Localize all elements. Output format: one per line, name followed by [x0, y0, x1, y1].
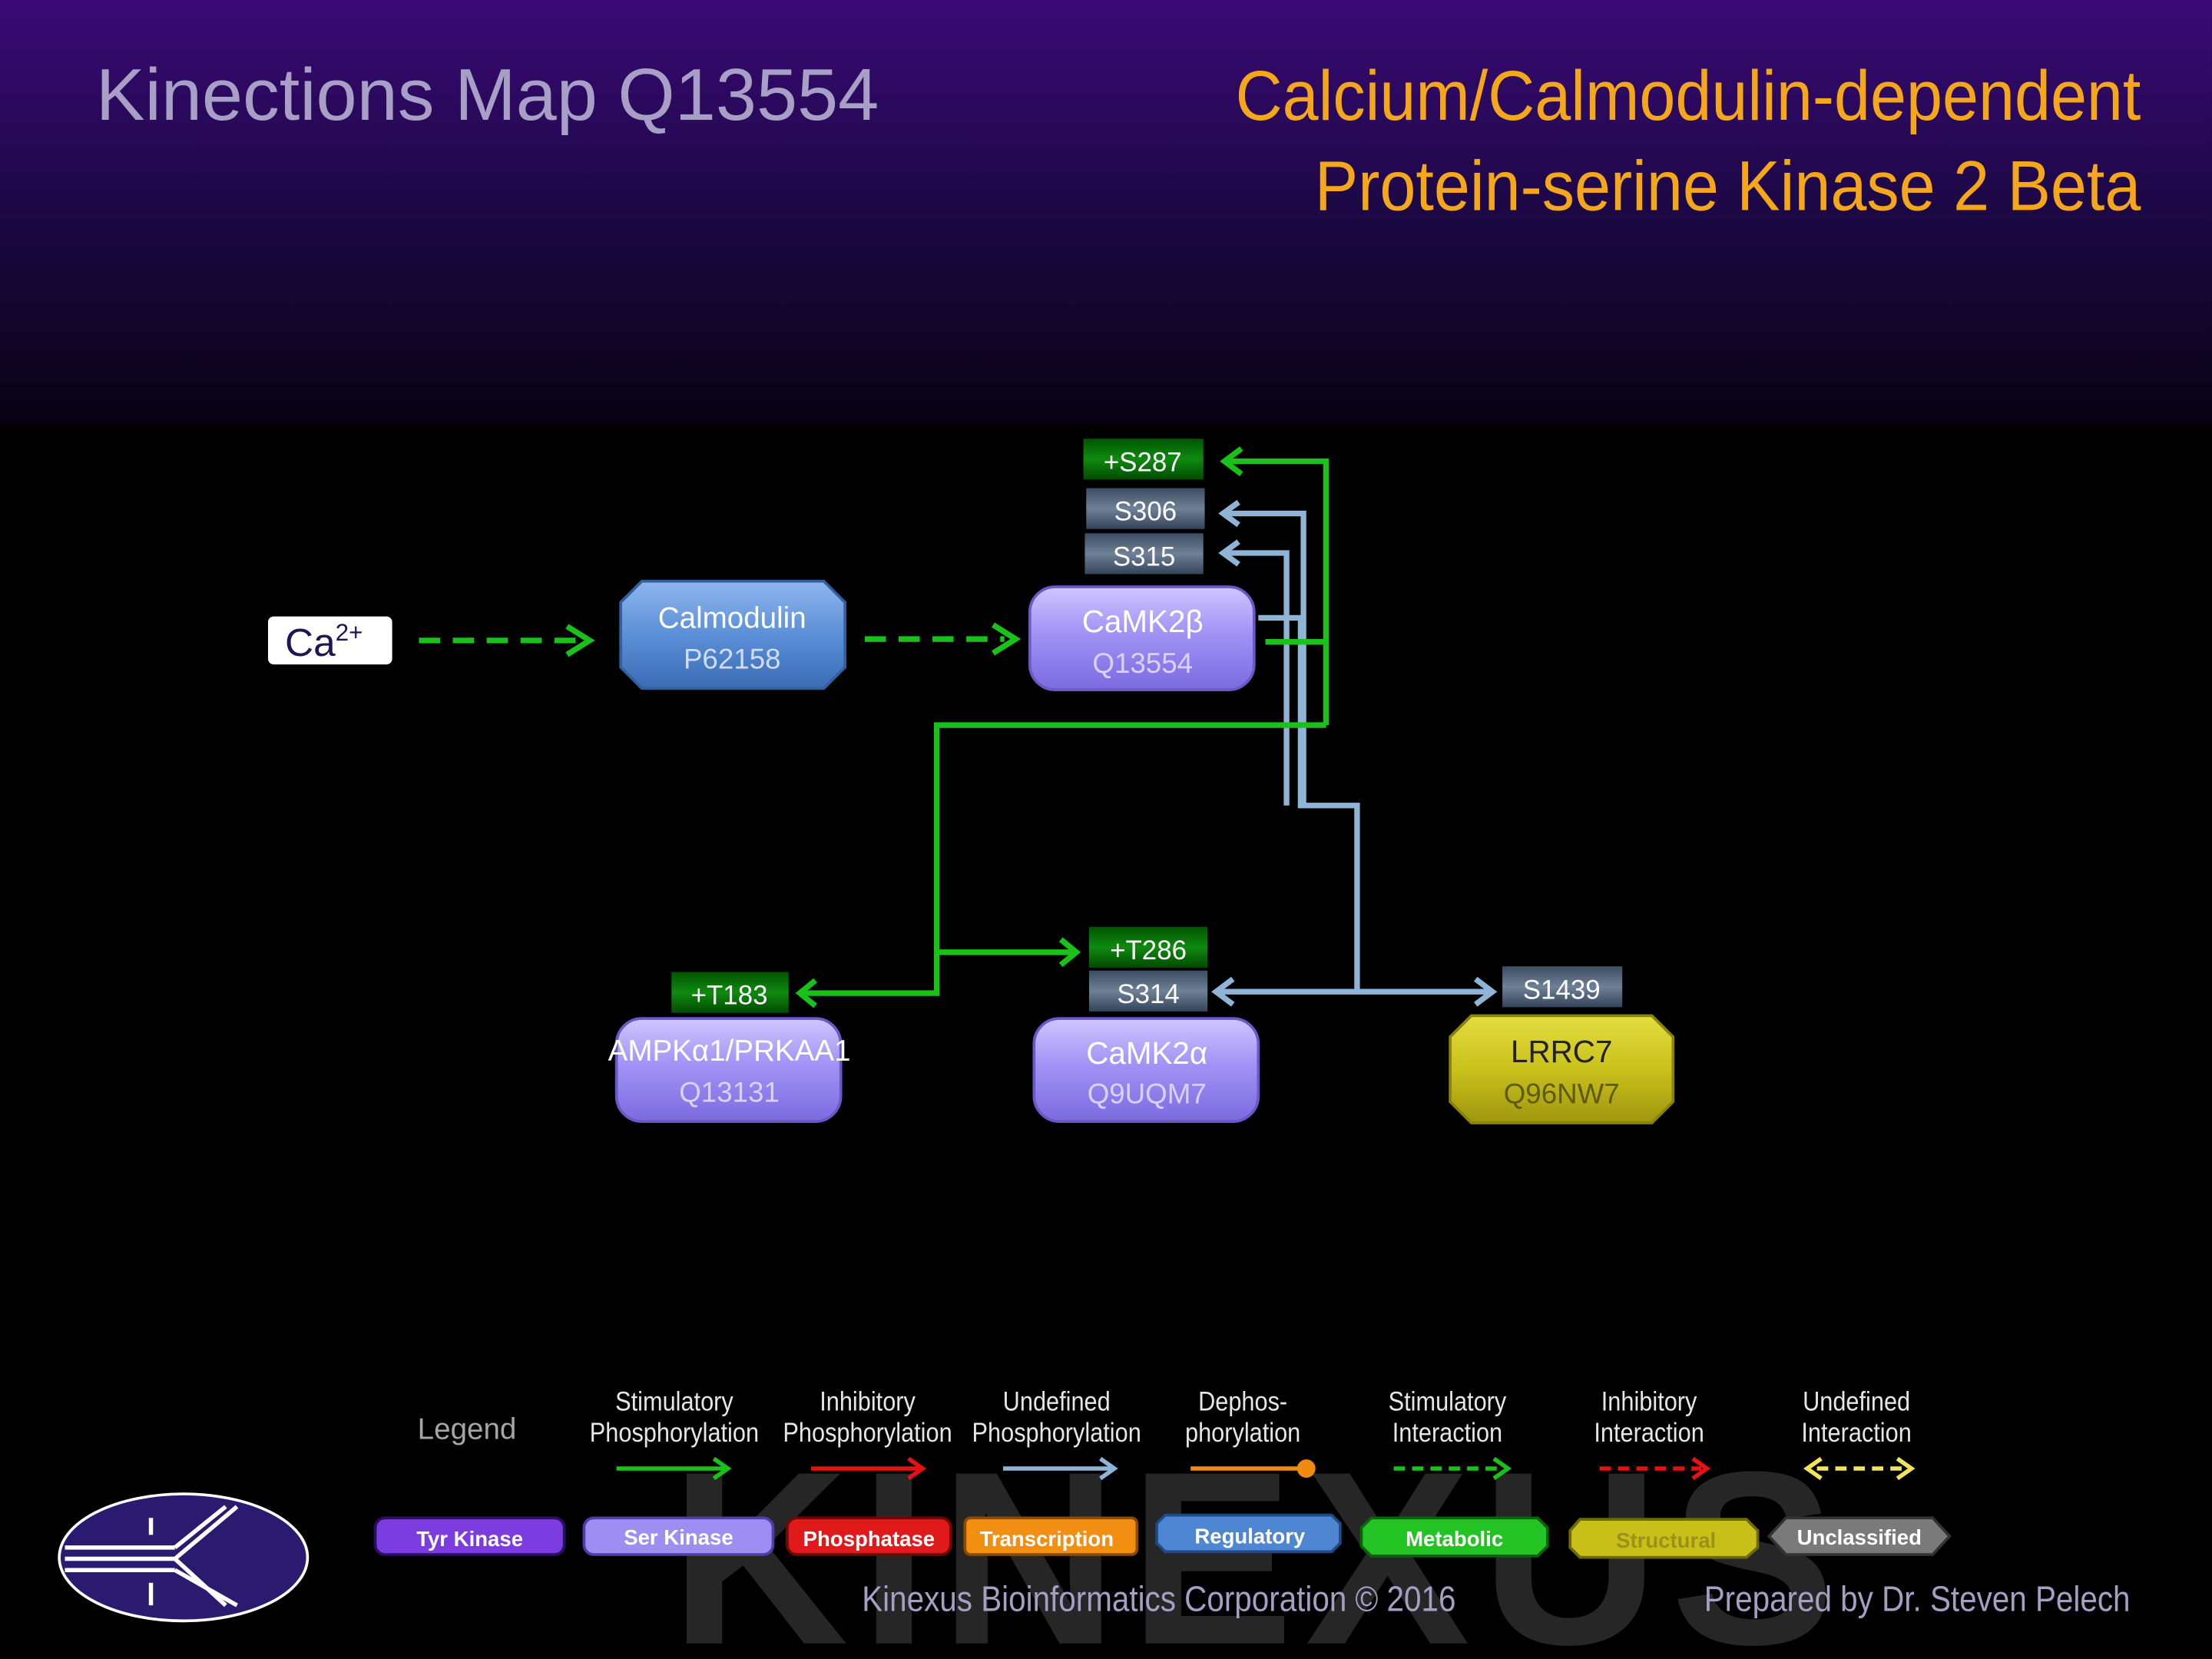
ca-superscript: 2+ [336, 619, 363, 646]
footer-corporation: Kinexus Bioinformatics Corporation © 201… [862, 1580, 1456, 1620]
legend-chip-unclassified: Unclassified [1767, 1516, 1952, 1556]
site-t183[interactable]: +T183 [671, 972, 789, 1013]
camk2b-id: Q13554 [1092, 647, 1193, 679]
map-title: Kinections Map Q13554 [95, 55, 879, 137]
edge-calmodulin-camk2b [864, 622, 1022, 656]
svg-text:Ca2+: Ca2+ [285, 619, 363, 664]
legend-categories: Tyr Kinase Ser Kinase Phosphatase Transc… [373, 1513, 1952, 1559]
legend-chip-structural: Structural [1568, 1518, 1760, 1559]
node-ca[interactable]: Ca2+ [267, 616, 392, 665]
legend-arrow-dephosphorylation [1190, 1459, 1316, 1478]
ca-name: Ca [285, 620, 336, 664]
svg-text:Ser Kinase: Ser Kinase [624, 1525, 733, 1549]
legend-arrow-undefined-phosphorylation [1002, 1456, 1118, 1481]
edge-ca-calmodulin [419, 624, 595, 657]
legend-chip-metabolic: Metabolic [1359, 1516, 1549, 1558]
lrrc7-id: Q96NW7 [1504, 1078, 1620, 1109]
legend-chip-transcription: Transcription [963, 1516, 1139, 1556]
svg-text:Tyr Kinase: Tyr Kinase [416, 1527, 523, 1551]
node-camk2a[interactable]: CaMK2α Q9UQM7 [1032, 1017, 1260, 1124]
site-s287-label: +S287 [1104, 447, 1182, 477]
protein-title: Calcium/Calmodulin-dependent Protein-ser… [1236, 51, 2141, 231]
site-s1439-label: S1439 [1523, 975, 1601, 1005]
legend-arrow-undefined-interaction [1803, 1456, 1916, 1481]
legend-arrow-inhibitory-phosphorylation [811, 1456, 927, 1481]
edge-stimulatory-phosphorylation [795, 446, 1330, 1008]
legend-chip-ser-kinase: Ser Kinase [582, 1516, 775, 1556]
site-s314[interactable]: S314 [1088, 970, 1208, 1012]
legend-arrow-inhibitory-interaction [1599, 1456, 1711, 1481]
site-s306[interactable]: S306 [1086, 488, 1205, 529]
camk2b-name: CaMK2β [1082, 604, 1204, 639]
node-calmodulin[interactable]: Calmodulin P62158 [619, 579, 847, 690]
site-s287[interactable]: +S287 [1083, 439, 1204, 480]
svg-text:Phosphatase: Phosphatase [803, 1527, 935, 1551]
lrrc7-name: LRRC7 [1511, 1034, 1612, 1069]
site-s1439[interactable]: S1439 [1502, 966, 1623, 1008]
calmodulin-name: Calmodulin [658, 601, 806, 634]
header-banner: Kinections Map Q13554 Calcium/Calmodulin… [0, 0, 2212, 424]
node-lrrc7[interactable]: LRRC7 Q96NW7 [1449, 1014, 1675, 1124]
camk2a-id: Q9UQM7 [1088, 1078, 1207, 1109]
ampk-name: AMPKα1/PRKAA1 [608, 1035, 851, 1068]
legend-arrow-stimulatory-phosphorylation [616, 1456, 732, 1481]
protein-title-line1: Calcium/Calmodulin-dependent [1236, 56, 2142, 136]
node-camk2b[interactable]: CaMK2β Q13554 [1028, 585, 1256, 691]
kinexus-logo-icon [56, 1489, 311, 1625]
legend-chip-phosphatase: Phosphatase [786, 1516, 952, 1556]
node-ampk[interactable]: AMPKα1/PRKAA1 Q13131 [608, 1017, 851, 1124]
edge-undefined-phosphorylation [1211, 499, 1498, 1007]
legend-head-dephosphorylation: Dephos-phorylation [1185, 1388, 1301, 1449]
site-t183-label: +T183 [691, 981, 768, 1011]
camk2a-name: CaMK2α [1086, 1035, 1207, 1071]
footer-prepared-by: Prepared by Dr. Steven Pelech [1704, 1580, 2131, 1620]
site-s315[interactable]: S315 [1084, 533, 1204, 575]
legend-chip-tyr-kinase: Tyr Kinase [373, 1516, 566, 1556]
svg-text:Regulatory: Regulatory [1194, 1524, 1306, 1548]
legend-label: Legend [417, 1413, 517, 1446]
legend-chip-regulatory: Regulatory [1155, 1513, 1342, 1554]
legend-arrow-stimulatory-interaction [1393, 1456, 1512, 1481]
svg-text:Structural: Structural [1616, 1528, 1716, 1552]
site-s306-label: S306 [1114, 497, 1177, 527]
site-t286[interactable]: +T286 [1088, 926, 1208, 968]
calmodulin-id: P62158 [684, 644, 781, 675]
protein-title-line2: Protein-serine Kinase 2 Beta [1315, 147, 2142, 226]
ampk-id: Q13131 [679, 1076, 780, 1108]
site-s315-label: S315 [1113, 542, 1175, 572]
svg-text:Unclassified: Unclassified [1797, 1525, 1922, 1549]
site-s314-label: S314 [1117, 979, 1179, 1009]
legend-arrows [616, 1456, 1916, 1481]
svg-text:Transcription: Transcription [980, 1527, 1114, 1551]
site-t286-label: +T286 [1110, 935, 1187, 965]
svg-text:Metabolic: Metabolic [1406, 1527, 1503, 1551]
